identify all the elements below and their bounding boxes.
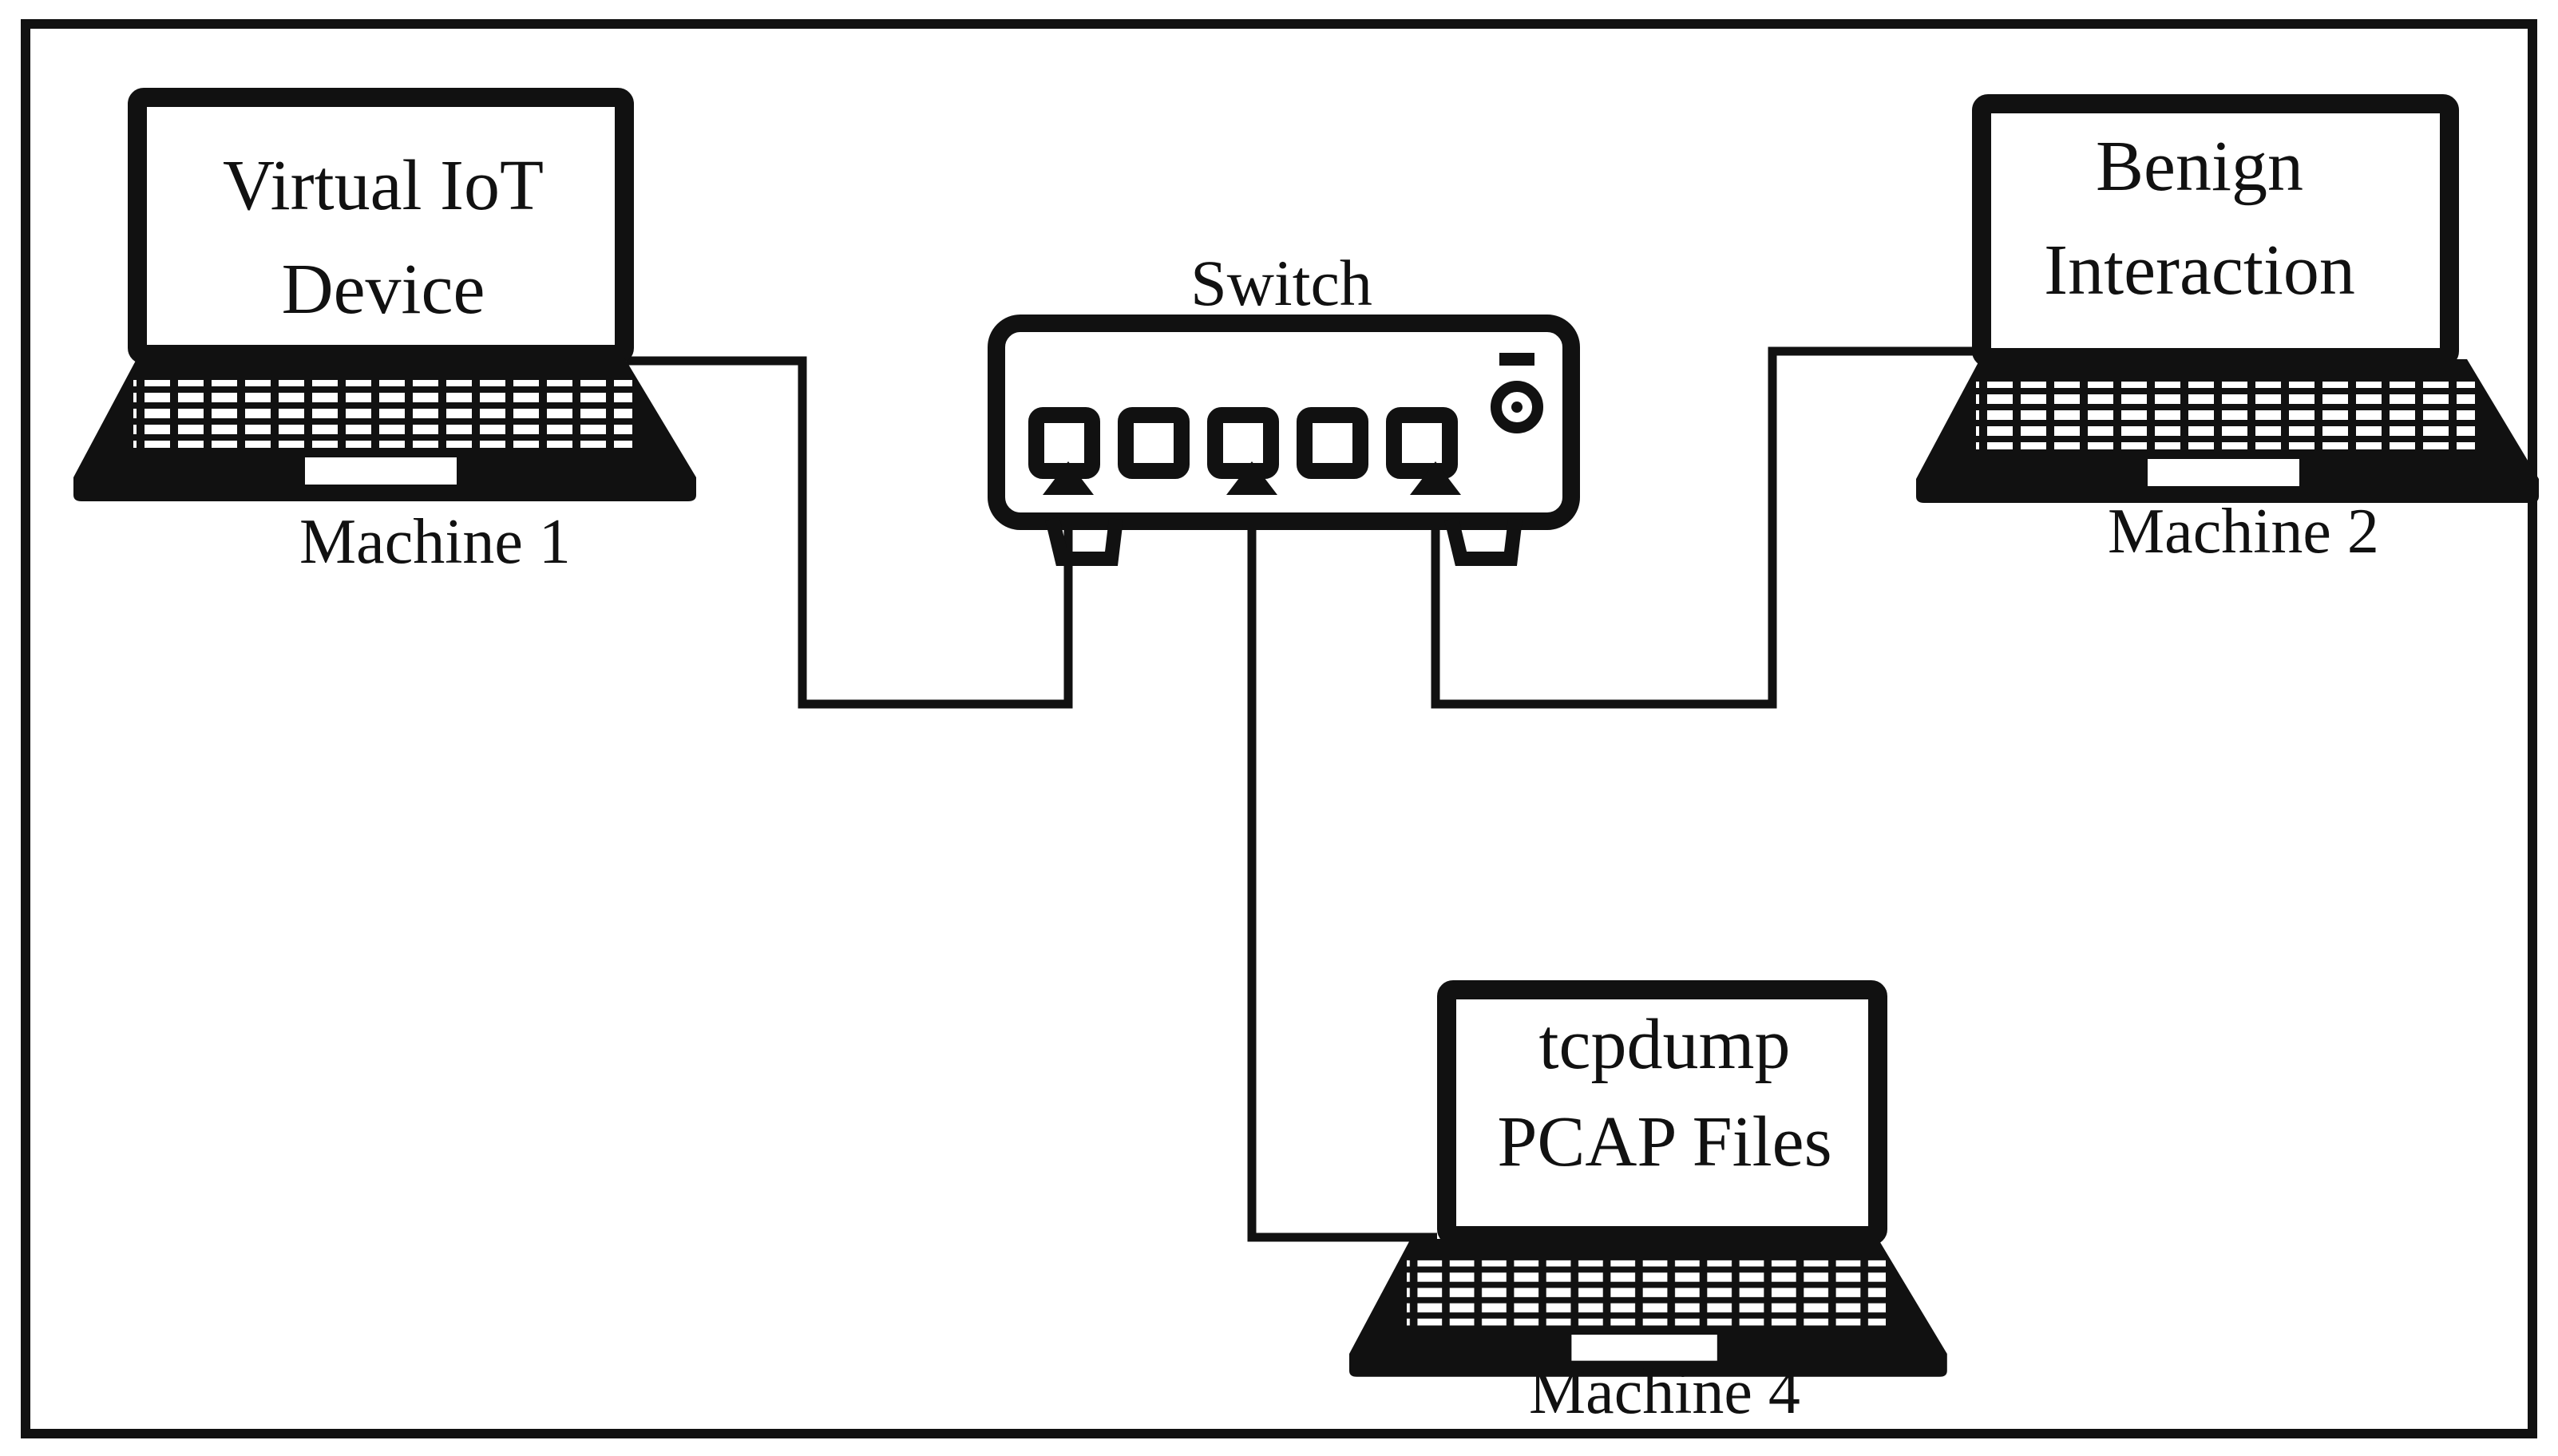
laptop-screen: [1972, 94, 2459, 367]
switch-foot: [1444, 516, 1523, 566]
machine2-screen-line-2: Interaction: [2044, 231, 2355, 310]
laptop-icon: [73, 88, 696, 501]
machine4-label: Machine 4: [1529, 1357, 1800, 1427]
diagram-border: [21, 19, 2537, 1438]
laptop-icon: [1916, 94, 2539, 503]
machine2-label: Machine 2: [2108, 497, 2379, 567]
switch-label: Switch: [1190, 247, 1372, 319]
switch-port-2: [1118, 407, 1190, 479]
laptop-screen: [1437, 980, 1887, 1245]
switch-foot: [1045, 516, 1123, 566]
switch-port-1: [1028, 407, 1100, 479]
switch-port-4: [1297, 407, 1368, 479]
arrow-icon: [1410, 461, 1461, 495]
switch-ports: [1028, 407, 1458, 479]
switch-port-5: [1386, 407, 1458, 479]
cable-machine2-switch: [1431, 346, 1984, 709]
switch-port-3: [1207, 407, 1279, 479]
machine-1: Virtual IoT Device Machine 1: [73, 88, 696, 577]
arrow-icon: [1043, 461, 1094, 495]
network-switch: Switch: [988, 247, 1580, 566]
cables: [627, 346, 1984, 1242]
laptop-screen: [128, 88, 634, 364]
machine4-screen-line-1: tcpdump: [1539, 1005, 1791, 1084]
cable-machine1-switch: [627, 356, 1073, 709]
laptop-icon: [1349, 980, 1947, 1377]
machine-4: tcpdump PCAP Files Machine 4: [1349, 980, 1947, 1427]
machine-2: Benign Interaction Machine 2: [1916, 94, 2539, 567]
port-arrows: [1043, 461, 1461, 495]
machine1-screen-line-2: Device: [282, 250, 485, 329]
arrow-icon: [1226, 461, 1277, 495]
machine2-screen-line-1: Benign: [2096, 127, 2303, 206]
machine1-label: Machine 1: [299, 507, 571, 577]
machine4-screen-line-2: PCAP Files: [1497, 1102, 1831, 1181]
machine1-screen-line-1: Virtual IoT: [223, 146, 544, 225]
cable-machine4-switch: [1247, 489, 1437, 1242]
power-led: [1499, 353, 1534, 366]
